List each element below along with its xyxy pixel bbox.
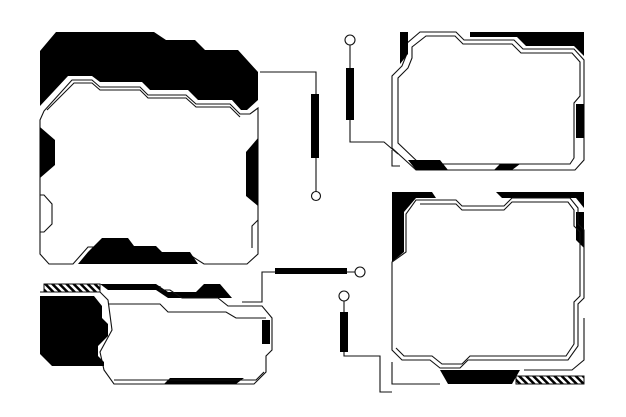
connector-top-right: [344, 34, 399, 155]
frame-bottom-left: [40, 283, 273, 385]
connector-node-icon: [310, 190, 322, 202]
frame-bottom-right-hatch-strip: [515, 375, 585, 385]
connector-bottom-center: [242, 266, 366, 303]
frame-bottom-left-outline: [40, 286, 273, 385]
frame-top-right: [391, 31, 585, 171]
connector-node-icon: [354, 266, 366, 278]
frame-bottom-right-outline: [391, 197, 585, 369]
frame-top-right-outline: [391, 31, 585, 171]
connector-top-center: [260, 71, 322, 202]
frame-top-left: [39, 32, 259, 265]
frame-bottom-right: [391, 192, 585, 385]
frame-bottom-left-hatch-strip: [43, 283, 101, 293]
frame-top-left-header-block: [40, 32, 258, 110]
frame-top-left-inner-outline: [39, 79, 259, 265]
connector-node-icon: [338, 290, 350, 302]
connector-node-icon: [344, 34, 356, 46]
connector-bottom-right: [338, 290, 392, 393]
